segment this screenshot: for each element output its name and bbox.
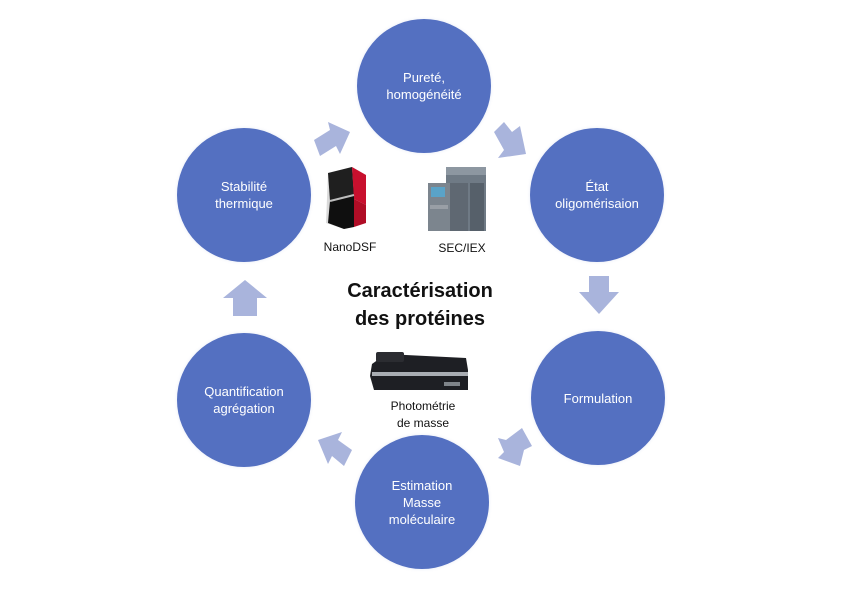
- arrow-masse-to-quantification-icon: [318, 432, 352, 466]
- arrow-etat-to-formulation-icon: [579, 276, 619, 314]
- step-masse-label: Estimation Masse moléculaire: [388, 477, 456, 527]
- arrow-quantification-to-stabilite-icon: [223, 280, 267, 316]
- arrow-purete-to-etat-icon: [494, 122, 526, 158]
- nanodsf-caption: NanoDSF: [323, 240, 377, 254]
- step-purete-label: Pureté, homogénéité: [386, 70, 462, 102]
- sec-iex-caption: SEC/IEX: [438, 241, 486, 255]
- step-stabilite-label: Stabilité thermique: [215, 179, 273, 211]
- mass-photometry-device-icon: [370, 352, 468, 390]
- nanodsf-device-icon: [326, 167, 366, 229]
- arrow-stabilite-to-purete-icon: [314, 122, 350, 156]
- step-etat-oligomerisation: État oligomérisaion: [530, 128, 664, 262]
- step-formulation: Formulation: [531, 331, 665, 465]
- step-stabilite: Stabilité thermique: [177, 128, 311, 262]
- step-masse-moleculaire: Estimation Masse moléculaire: [355, 435, 489, 569]
- step-quantification: Quantification agrégation: [177, 333, 311, 467]
- step-purete: Pureté, homogénéité: [357, 19, 491, 153]
- diagram-title: Caractérisation des protéines: [347, 280, 493, 330]
- step-quantification-label: Quantification agrégation: [204, 384, 284, 416]
- step-formulation-label: Formulation: [563, 390, 633, 406]
- arrow-formulation-to-masse-icon: [498, 428, 532, 466]
- step-etat-label: État oligomérisaion: [555, 179, 639, 211]
- mass-photometry-caption: Photométrie de masse: [390, 399, 456, 430]
- sec-iex-device-icon: [428, 167, 486, 231]
